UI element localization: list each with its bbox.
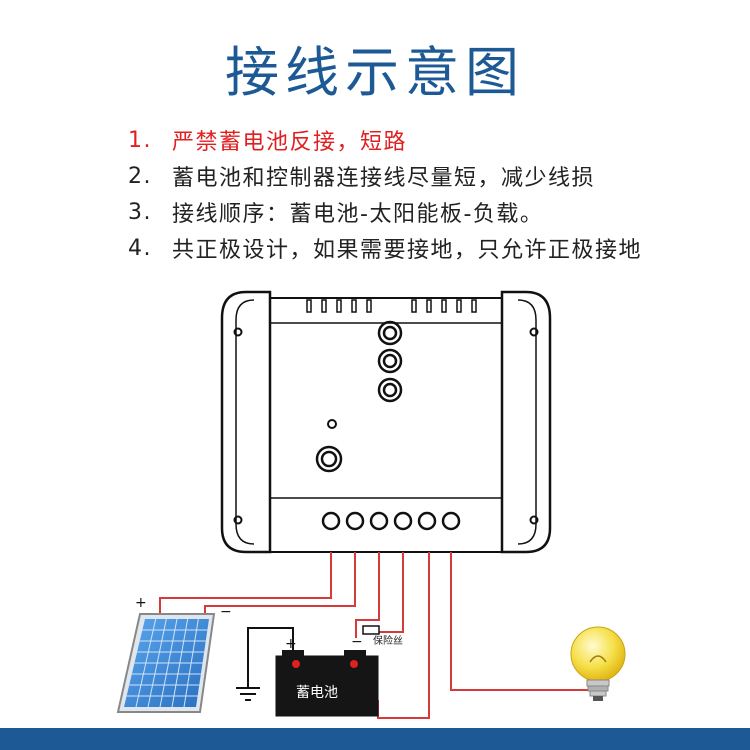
note-text: 接线顺序：蓄电池-太阳能板-负载。 bbox=[172, 202, 544, 227]
note-1: 1. 严禁蓄电池反接，短路 bbox=[128, 122, 642, 158]
battery-minus-label: − bbox=[351, 634, 363, 650]
fuse-label: 保险丝 bbox=[373, 634, 403, 647]
battery-icon: 蓄电池 + − bbox=[275, 634, 379, 717]
panel-minus-label: − bbox=[220, 604, 232, 620]
notes-list: 1. 严禁蓄电池反接，短路 2. 蓄电池和控制器连接线尽量短，减少线损 3. 接… bbox=[128, 122, 642, 266]
note-number: 3. bbox=[128, 199, 152, 225]
bottom-bar bbox=[0, 728, 750, 750]
battery-label: 蓄电池 bbox=[296, 685, 338, 701]
note-text: 严禁蓄电池反接，短路 bbox=[172, 130, 408, 155]
note-number: 4. bbox=[128, 235, 152, 261]
fuse-icon: 保险丝 bbox=[362, 625, 403, 647]
note-2: 2. 蓄电池和控制器连接线尽量短，减少线损 bbox=[128, 158, 642, 194]
ground-icon bbox=[236, 627, 294, 701]
note-text: 蓄电池和控制器连接线尽量短，减少线损 bbox=[172, 166, 596, 191]
battery-plus-label: + bbox=[285, 636, 297, 652]
light-bulb-icon bbox=[570, 626, 626, 701]
note-text: 共正极设计，如果需要接地，只允许正极接地 bbox=[172, 238, 643, 263]
note-3: 3. 接线顺序：蓄电池-太阳能板-负载。 bbox=[128, 194, 642, 230]
controller-icon bbox=[220, 290, 552, 554]
note-4: 4. 共正极设计，如果需要接地，只允许正极接地 bbox=[128, 230, 642, 266]
solar-panel-icon: + − bbox=[116, 595, 232, 713]
panel-plus-label: + bbox=[135, 595, 147, 611]
wires bbox=[159, 552, 599, 719]
note-number: 1. bbox=[128, 127, 152, 153]
note-number: 2. bbox=[128, 163, 152, 189]
page-title: 接线示意图 bbox=[225, 41, 525, 104]
